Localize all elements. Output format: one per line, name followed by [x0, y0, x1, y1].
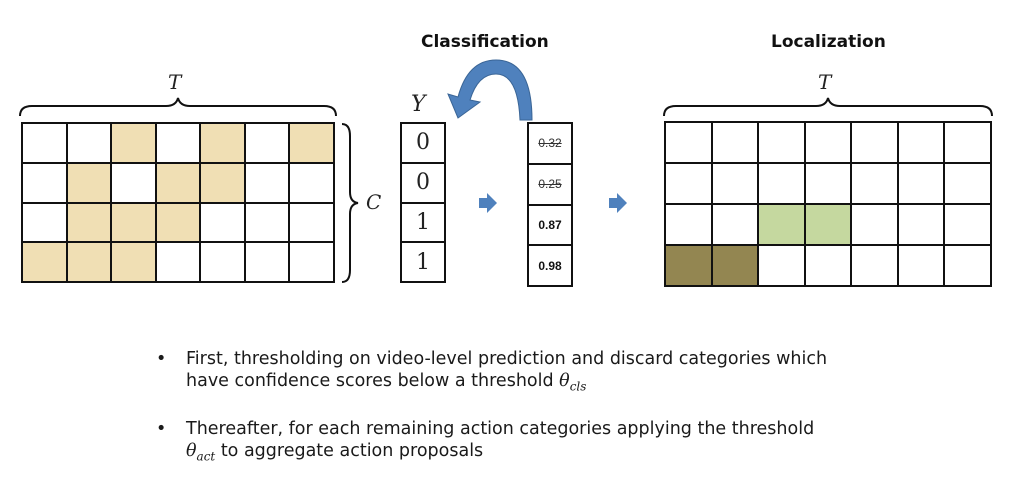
- label-cell: 1: [402, 203, 444, 242]
- grid-cell: [852, 164, 897, 203]
- grid-cell: [67, 124, 111, 162]
- grid-cell: [852, 205, 897, 244]
- grid-cell: [666, 246, 711, 285]
- label-cell: 1: [402, 243, 444, 281]
- grid-cell: [945, 164, 990, 203]
- score-cell: 0.25: [529, 164, 571, 204]
- grid-cell: [945, 205, 990, 244]
- grid-cell: [712, 164, 758, 203]
- grid-cell: [898, 123, 944, 162]
- bullet-item-2: • Thereafter, for each remaining action …: [150, 418, 910, 468]
- grid-cell: [898, 205, 944, 244]
- grid-cell: [23, 124, 66, 162]
- input-grid: [21, 122, 335, 283]
- grid-cell: [666, 123, 711, 162]
- brace-right-c: [341, 123, 359, 283]
- grid-cell: [67, 203, 111, 242]
- score-cell: 0.32: [529, 124, 571, 163]
- grid-cell: [945, 123, 990, 162]
- grid-cell: [112, 124, 155, 162]
- grid-cell: [201, 163, 244, 202]
- grid-cell: [290, 203, 333, 242]
- grid-cell: [201, 124, 244, 162]
- grid-cell: [156, 243, 200, 281]
- y-label: Y: [411, 92, 426, 117]
- label-cell: 0: [402, 163, 444, 202]
- grid-cell: [67, 163, 111, 202]
- grid-cell: [156, 163, 200, 202]
- c-label: C: [366, 190, 382, 214]
- grid-cell: [112, 203, 155, 242]
- score-cell: 0.87: [529, 205, 571, 245]
- grid-cell: [245, 124, 289, 162]
- grid-cell: [112, 163, 155, 202]
- grid-cell: [23, 243, 66, 281]
- grid-cell: [852, 246, 897, 285]
- grid-cell: [712, 205, 758, 244]
- grid-cell: [666, 164, 711, 203]
- grid-cell: [23, 163, 66, 202]
- grid-cell: [290, 243, 333, 281]
- t-label-left: T: [168, 70, 182, 94]
- arrow-right-icon-1: [479, 193, 497, 213]
- bullet-dot: •: [156, 418, 167, 439]
- grid-cell: [290, 163, 333, 202]
- grid-cell: [805, 164, 851, 203]
- brace-top-right: [663, 97, 993, 117]
- grid-cell: [945, 246, 990, 285]
- grid-cell: [666, 205, 711, 244]
- grid-cell: [805, 205, 851, 244]
- grid-cell: [23, 203, 66, 242]
- grid-cell: [156, 124, 200, 162]
- grid-cell: [898, 246, 944, 285]
- grid-cell: [712, 246, 758, 285]
- grid-cell: [759, 246, 804, 285]
- grid-cell: [759, 123, 804, 162]
- t-label-right: T: [818, 70, 832, 94]
- grid-cell: [156, 203, 200, 242]
- grid-cell: [759, 164, 804, 203]
- arrow-right-icon-2: [609, 193, 627, 213]
- grid-cell: [245, 163, 289, 202]
- grid-cell: [712, 123, 758, 162]
- localization-title: Localization: [771, 32, 886, 52]
- curved-arrow-icon: [447, 59, 533, 121]
- grid-cell: [201, 203, 244, 242]
- grid-cell: [852, 123, 897, 162]
- grid-cell: [67, 243, 111, 281]
- grid-cell: [245, 243, 289, 281]
- grid-cell: [759, 205, 804, 244]
- grid-cell: [805, 246, 851, 285]
- grid-cell: [245, 203, 289, 242]
- brace-top-left: [19, 97, 337, 117]
- classification-title: Classification: [421, 32, 549, 52]
- bullet-1-line1: First, thresholding on video-level predi…: [186, 349, 828, 369]
- bullet-1-line2: have confidence scores below a threshold…: [186, 371, 587, 394]
- grid-cell: [201, 243, 244, 281]
- label-cell: 0: [402, 124, 444, 162]
- bullet-2-line1: Thereafter, for each remaining action ca…: [186, 418, 815, 439]
- bullet-list: • First, thresholding on video-level pre…: [150, 348, 910, 487]
- grid-cell: [290, 124, 333, 162]
- bullet-item-1: • First, thresholding on video-level pre…: [150, 348, 910, 398]
- bullet-dot: •: [156, 349, 167, 369]
- grid-cell: [112, 243, 155, 281]
- bullet-2-line2: θact to aggregate action proposals: [186, 440, 484, 464]
- grid-cell: [805, 123, 851, 162]
- score-cell: 0.98: [529, 246, 571, 285]
- output-grid: [664, 121, 992, 287]
- grid-cell: [898, 164, 944, 203]
